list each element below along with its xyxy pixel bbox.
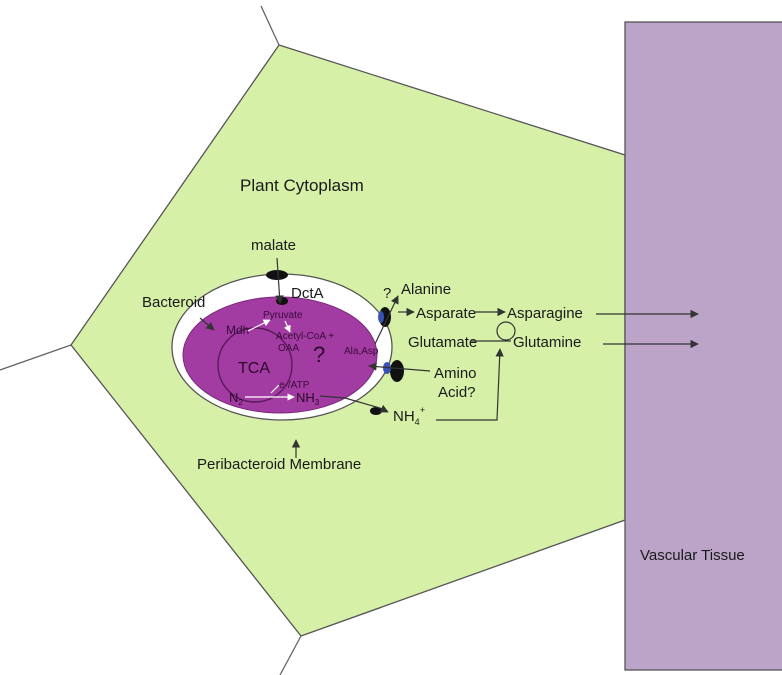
top-question-mark: ?	[383, 285, 391, 302]
glutamate-label: Glutamate	[408, 334, 477, 351]
alanine-label: Alanine	[401, 281, 451, 298]
nh4-to-glutamine-arrow	[436, 348, 504, 421]
amino-acid-in-arrow	[368, 362, 431, 372]
pyruvate-to-acetyl-arrow	[284, 320, 291, 333]
glutamine-synthase-cycle	[496, 321, 516, 341]
amino-label: Amino	[434, 365, 477, 382]
e-atp-tick	[270, 384, 280, 394]
peribacteroid-membrane-label: Peribacteroid Membrane	[197, 456, 361, 473]
alanine-transporter-blue	[378, 311, 384, 323]
acid-label: Acid?	[438, 384, 476, 401]
pyruvate-label: Pyruvate	[263, 310, 303, 321]
asparate-label: Asparate	[416, 305, 476, 322]
malate-transporter	[266, 270, 288, 280]
bacteroid-pointer-arrow	[199, 317, 215, 331]
cell-wall-line	[279, 635, 302, 675]
tca-label: TCA	[238, 360, 270, 377]
mdh-label: Mdh	[226, 323, 249, 337]
nh4-label: NH4+	[393, 405, 425, 427]
glutamine-label: Glutamine	[513, 334, 581, 351]
malate-arrow	[275, 257, 284, 304]
cell-wall-line	[260, 5, 280, 46]
acetyl-coa-label: Acetyl-CoA +	[276, 331, 334, 342]
nh3-to-nh4-arrow	[319, 395, 389, 413]
dcta-label: DctA	[291, 285, 324, 302]
plant-cytoplasm-label: Plant Cytoplasm	[240, 176, 364, 195]
vascular-tissue-region	[624, 21, 782, 671]
amino-acid-transporter	[390, 360, 404, 382]
malate-label: malate	[251, 237, 296, 254]
cell-wall-line	[0, 344, 72, 371]
ala-asp-out-arrow	[374, 295, 399, 345]
asparagine-label: Asparagine	[507, 305, 583, 322]
mdh-to-pyruvate-arrow	[247, 319, 271, 332]
dcta-transporter	[276, 297, 288, 305]
inner-question-mark: ?	[313, 342, 325, 367]
n2-label: N2	[229, 390, 243, 407]
nh3-label: NH3	[296, 390, 320, 407]
bacteroid-label: Bacteroid	[142, 294, 205, 311]
nh4-transporter	[370, 407, 382, 415]
e-atp-label: e-/ATP	[279, 380, 310, 391]
oaa-label: OAA	[278, 343, 299, 354]
vascular-tissue-label: Vascular Tissue	[640, 547, 745, 564]
ala-asp-label: Ala,Asp	[344, 346, 379, 357]
